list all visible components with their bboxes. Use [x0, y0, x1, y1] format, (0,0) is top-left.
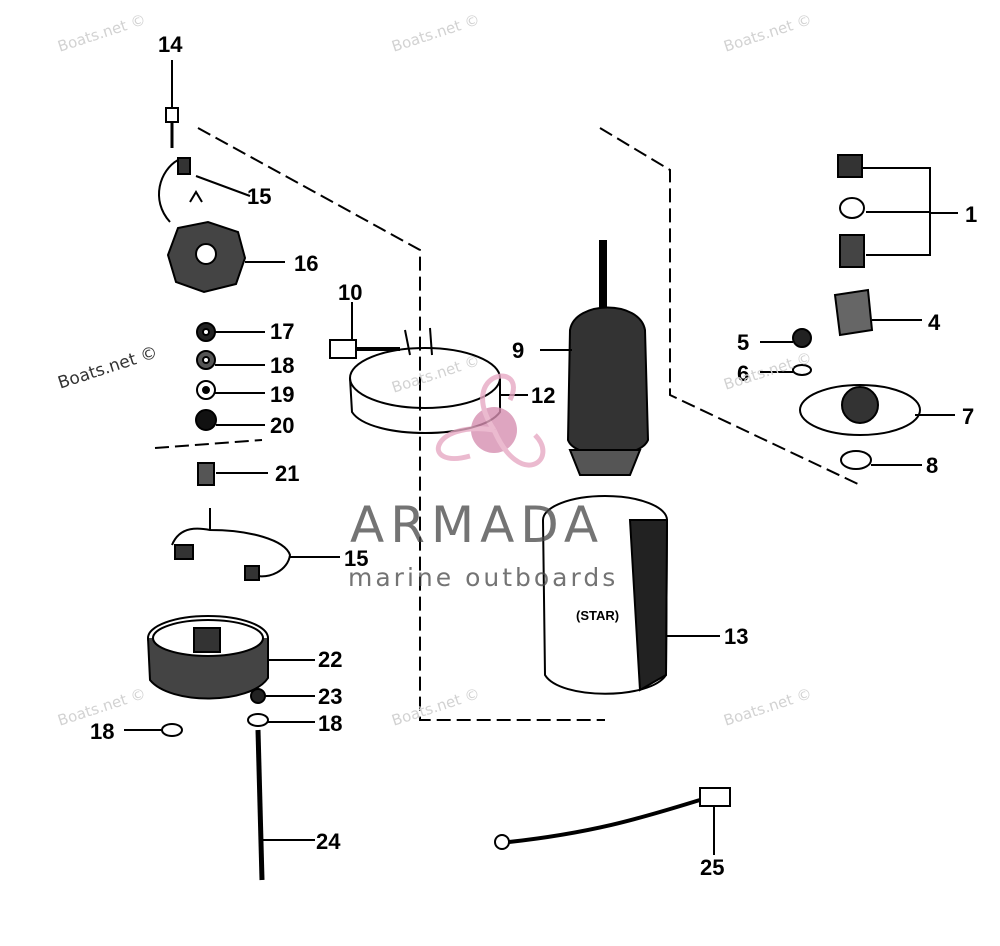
part-22-end-cap: [147, 615, 315, 700]
callout-14: 14: [158, 32, 183, 57]
callout-17: 17: [270, 319, 295, 344]
part-9-armature: [540, 240, 650, 476]
callout-21: 21: [275, 461, 300, 486]
part-24-through-bolt: [255, 729, 315, 881]
brand-tagline: marine outboards: [348, 563, 619, 592]
part-10-bolt: [329, 302, 400, 359]
callout-18-left: 18: [90, 719, 115, 744]
callout-18-upper: 18: [270, 353, 295, 378]
callout-23: 23: [318, 684, 343, 709]
armada-logo-icon: [436, 373, 546, 468]
part-15-brush-lower: [171, 508, 340, 581]
callout-5: 5: [737, 330, 750, 355]
part-25-cable: [494, 787, 731, 855]
callout-6: 6: [737, 361, 750, 386]
callout-8: 8: [926, 453, 939, 478]
callout-19: 19: [270, 382, 295, 407]
callout-10: 10: [338, 280, 363, 305]
callout-4: 4: [928, 310, 941, 335]
callout-18-lower: 18: [318, 711, 343, 736]
part-21-nut: [197, 462, 268, 486]
parts-1-8-drive: [760, 154, 958, 470]
housing-label: (STAR): [576, 608, 620, 623]
callout-16: 16: [294, 251, 319, 276]
assembly-dash-lines: [154, 127, 861, 721]
callout-20: 20: [270, 413, 295, 438]
part-16-brush-holder: [166, 220, 285, 294]
callout-7: 7: [962, 404, 975, 429]
callout-12: 12: [531, 383, 556, 408]
part-13-housing: [542, 495, 720, 695]
callout-13: 13: [724, 624, 749, 649]
parts-17-20-washers: [195, 322, 265, 431]
part-14-screw: [165, 60, 179, 148]
part-15-brush-upper: [157, 157, 251, 223]
callout-9: 9: [512, 338, 525, 363]
brand-name: ARMADA: [350, 496, 605, 554]
callout-15-lower: 15: [344, 546, 369, 571]
callout-24: 24: [316, 829, 341, 854]
callout-1: 1: [965, 202, 978, 227]
callout-25: 25: [700, 855, 725, 880]
parts-23-18-washers: [124, 688, 315, 737]
callout-15-upper: 15: [247, 184, 272, 209]
callout-22: 22: [318, 647, 343, 672]
